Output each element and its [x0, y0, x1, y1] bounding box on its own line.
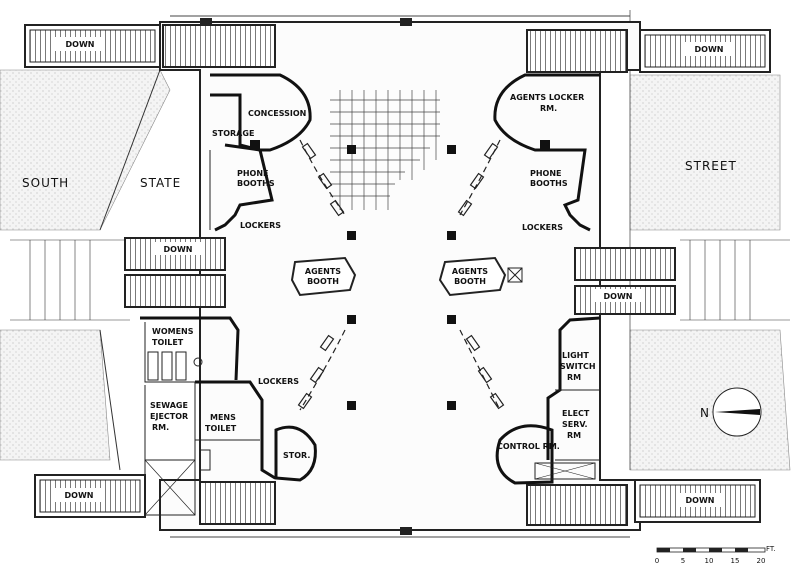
svg-text:BOOTHS: BOOTHS — [530, 179, 568, 188]
stair-top-left: DOWN — [24, 24, 276, 68]
svg-text:TOILET: TOILET — [152, 338, 184, 347]
scale-bar: FT. 0 5 10 15 20 — [655, 545, 776, 565]
sidewalk-areas — [0, 10, 791, 471]
stair-label: DOWN — [65, 491, 94, 500]
north-arrow-icon — [715, 409, 760, 415]
room-label-elect-serv: ELECT — [562, 409, 590, 418]
scale-tick: 5 — [681, 557, 685, 565]
scale-unit: FT. — [766, 545, 776, 553]
stair-label: DOWN — [604, 292, 633, 301]
structural-columns — [347, 145, 456, 410]
svg-text:RM: RM — [567, 373, 581, 382]
right-room-walls — [493, 73, 601, 485]
room-label-lockers-lower: LOCKERS — [258, 377, 299, 386]
svg-text:RM: RM — [567, 431, 581, 440]
scale-tick: 0 — [655, 557, 659, 565]
agents-booth-left: AGENTS BOOTH — [290, 256, 357, 297]
svg-text:RM.: RM. — [152, 423, 169, 432]
street-label-state: STATE — [140, 176, 181, 190]
room-label-agents-locker: AGENTS LOCKER — [510, 93, 584, 102]
stair-label: DOWN — [686, 496, 715, 505]
agents-booth-right: AGENTS BOOTH — [438, 256, 523, 297]
svg-text:SERV.: SERV. — [562, 420, 588, 429]
svg-text:TOILET: TOILET — [205, 424, 237, 433]
svg-text:BOOTH: BOOTH — [307, 277, 339, 286]
room-label-stor: STOR. — [283, 451, 310, 460]
stair-label: DOWN — [164, 245, 193, 254]
north-label: N — [700, 406, 710, 420]
svg-text:AGENTS: AGENTS — [305, 267, 341, 276]
stair-mid-right: DOWN — [574, 247, 676, 315]
stair-label: DOWN — [66, 40, 95, 49]
room-label-womens-toilet: WOMENS — [152, 327, 194, 336]
scale-tick: 10 — [705, 557, 714, 565]
stair-label: DOWN — [695, 45, 724, 54]
room-label-control-rm: CONTROL RM. — [497, 442, 560, 451]
stair-bottom-right: DOWN — [526, 479, 761, 526]
room-label-concession: CONCESSION — [248, 109, 306, 118]
room-label-lockers-left: LOCKERS — [240, 221, 281, 230]
svg-text:EJECTOR: EJECTOR — [150, 412, 188, 421]
svg-text:AGENTS: AGENTS — [452, 267, 488, 276]
stair-mid-left: DOWN — [124, 237, 226, 308]
room-label-storage: STORAGE — [212, 129, 254, 138]
svg-text:BOOTHS: BOOTHS — [237, 179, 275, 188]
concourse-tile-grid — [330, 90, 440, 210]
room-label-phone-booths-left: PHONE — [237, 169, 269, 178]
room-label-lockers-right: LOCKERS — [522, 223, 563, 232]
stair-top-right: DOWN — [526, 29, 771, 73]
svg-text:RM.: RM. — [540, 104, 557, 113]
room-label-phone-booths-right: PHONE — [530, 169, 562, 178]
room-label-sewage-ejector: SEWAGE — [150, 401, 188, 410]
street-label-street: STREET — [685, 159, 737, 173]
scale-tick: 15 — [731, 557, 740, 565]
svg-text:BOOTH: BOOTH — [454, 277, 486, 286]
svg-text:SWITCH: SWITCH — [560, 362, 596, 371]
north-arrow: N — [700, 387, 762, 437]
street-label-south: SOUTH — [22, 176, 69, 190]
turnstile-lines — [297, 139, 505, 411]
left-room-walls — [140, 73, 317, 516]
room-label-light-switch: LIGHT — [562, 351, 589, 360]
stair-bottom-left: DOWN — [34, 474, 276, 525]
room-label-mens-toilet: MENS — [210, 413, 236, 422]
scale-tick: 20 — [757, 557, 766, 565]
